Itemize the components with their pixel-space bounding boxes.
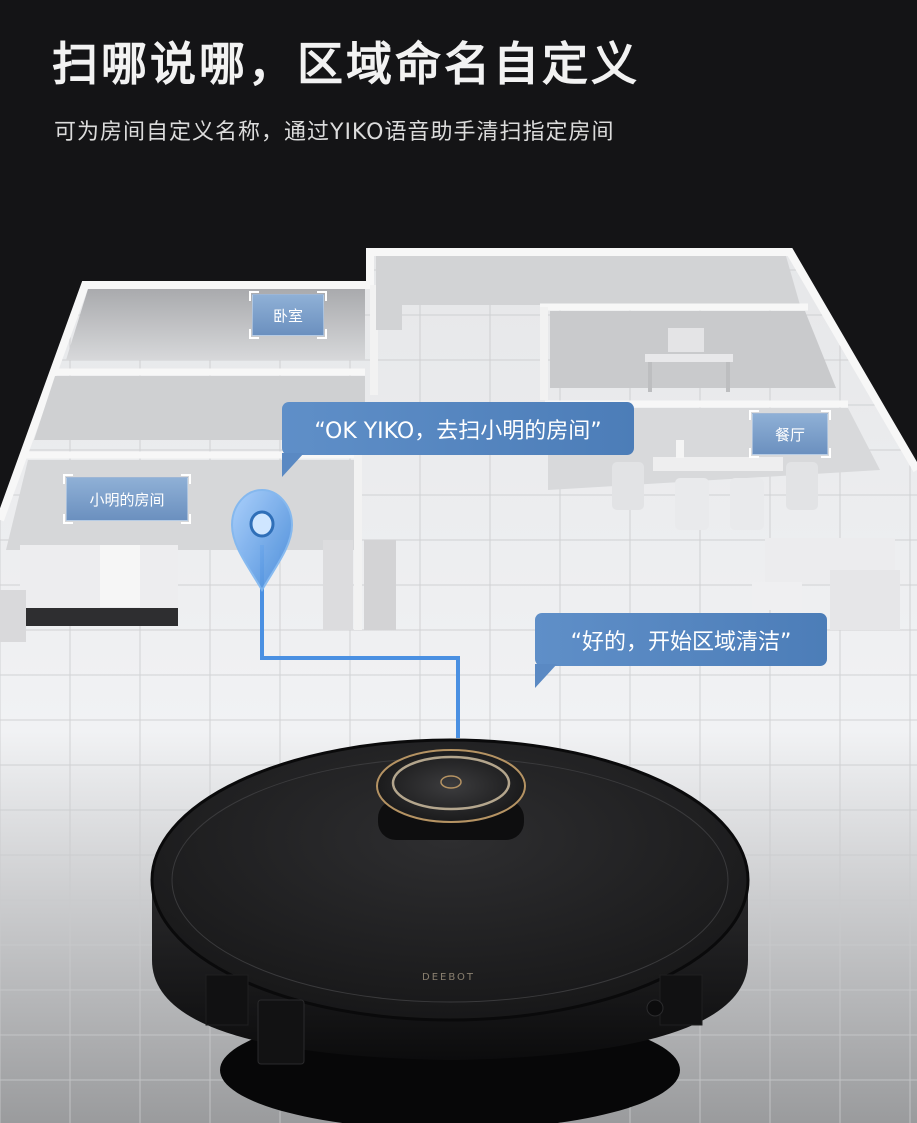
speech-bubble-text: “好的，开始区域清洁” [570, 629, 792, 655]
chair [675, 478, 709, 530]
vent [659, 974, 703, 1026]
monitor [668, 328, 704, 352]
cabinet [323, 540, 353, 630]
chair [730, 478, 764, 530]
cabinet [364, 540, 396, 630]
room-tag-label: 小明的房间 [89, 490, 165, 509]
sensor-port [646, 999, 664, 1017]
room-tag-kids-room[interactable]: 小明的房间 [63, 474, 191, 524]
sofa [830, 570, 900, 630]
speech-bubble-text: “OK YIKO，去扫小明的房间” [314, 418, 602, 444]
room-tag-label: 餐厅 [774, 425, 805, 444]
robot-brand-label: DEEBOT [422, 972, 476, 983]
blanket [100, 545, 140, 607]
hall-wall [376, 256, 800, 330]
bed-base [20, 608, 178, 626]
speech-bubble-tail [535, 664, 557, 688]
desk [645, 354, 733, 362]
robot-top [150, 738, 750, 1022]
robot-vacuum [150, 738, 750, 1123]
ottoman [752, 582, 802, 610]
dining-table [653, 457, 783, 471]
side-panel [257, 999, 305, 1065]
speech-bubble-user-command: “OK YIKO，去扫小明的房间” [282, 402, 634, 477]
lidar-cap [376, 749, 526, 823]
bed [20, 545, 178, 615]
outer-wall [0, 248, 917, 522]
chair [786, 462, 818, 510]
desk-leg [648, 362, 652, 392]
cleaning-path [260, 545, 460, 738]
room-tag-dining[interactable]: 餐厅 [749, 410, 831, 458]
chair [612, 462, 644, 510]
nightstand [0, 590, 26, 642]
page-title: 扫哪说哪，区域命名自定义 [52, 37, 640, 91]
room-tag-label: 卧室 [272, 306, 303, 325]
vase [676, 440, 684, 458]
page-subtitle: 可为房间自定义名称，通过YIKO语音助手清扫指定房间 [54, 120, 615, 145]
location-pin-icon [230, 488, 294, 592]
speech-bubble-robot-reply: “好的，开始区域清洁” [535, 613, 827, 688]
speech-bubble-tail [282, 453, 304, 477]
vent [205, 974, 249, 1026]
desk-leg [726, 362, 730, 392]
room-tag-bedroom[interactable]: 卧室 [249, 291, 327, 339]
